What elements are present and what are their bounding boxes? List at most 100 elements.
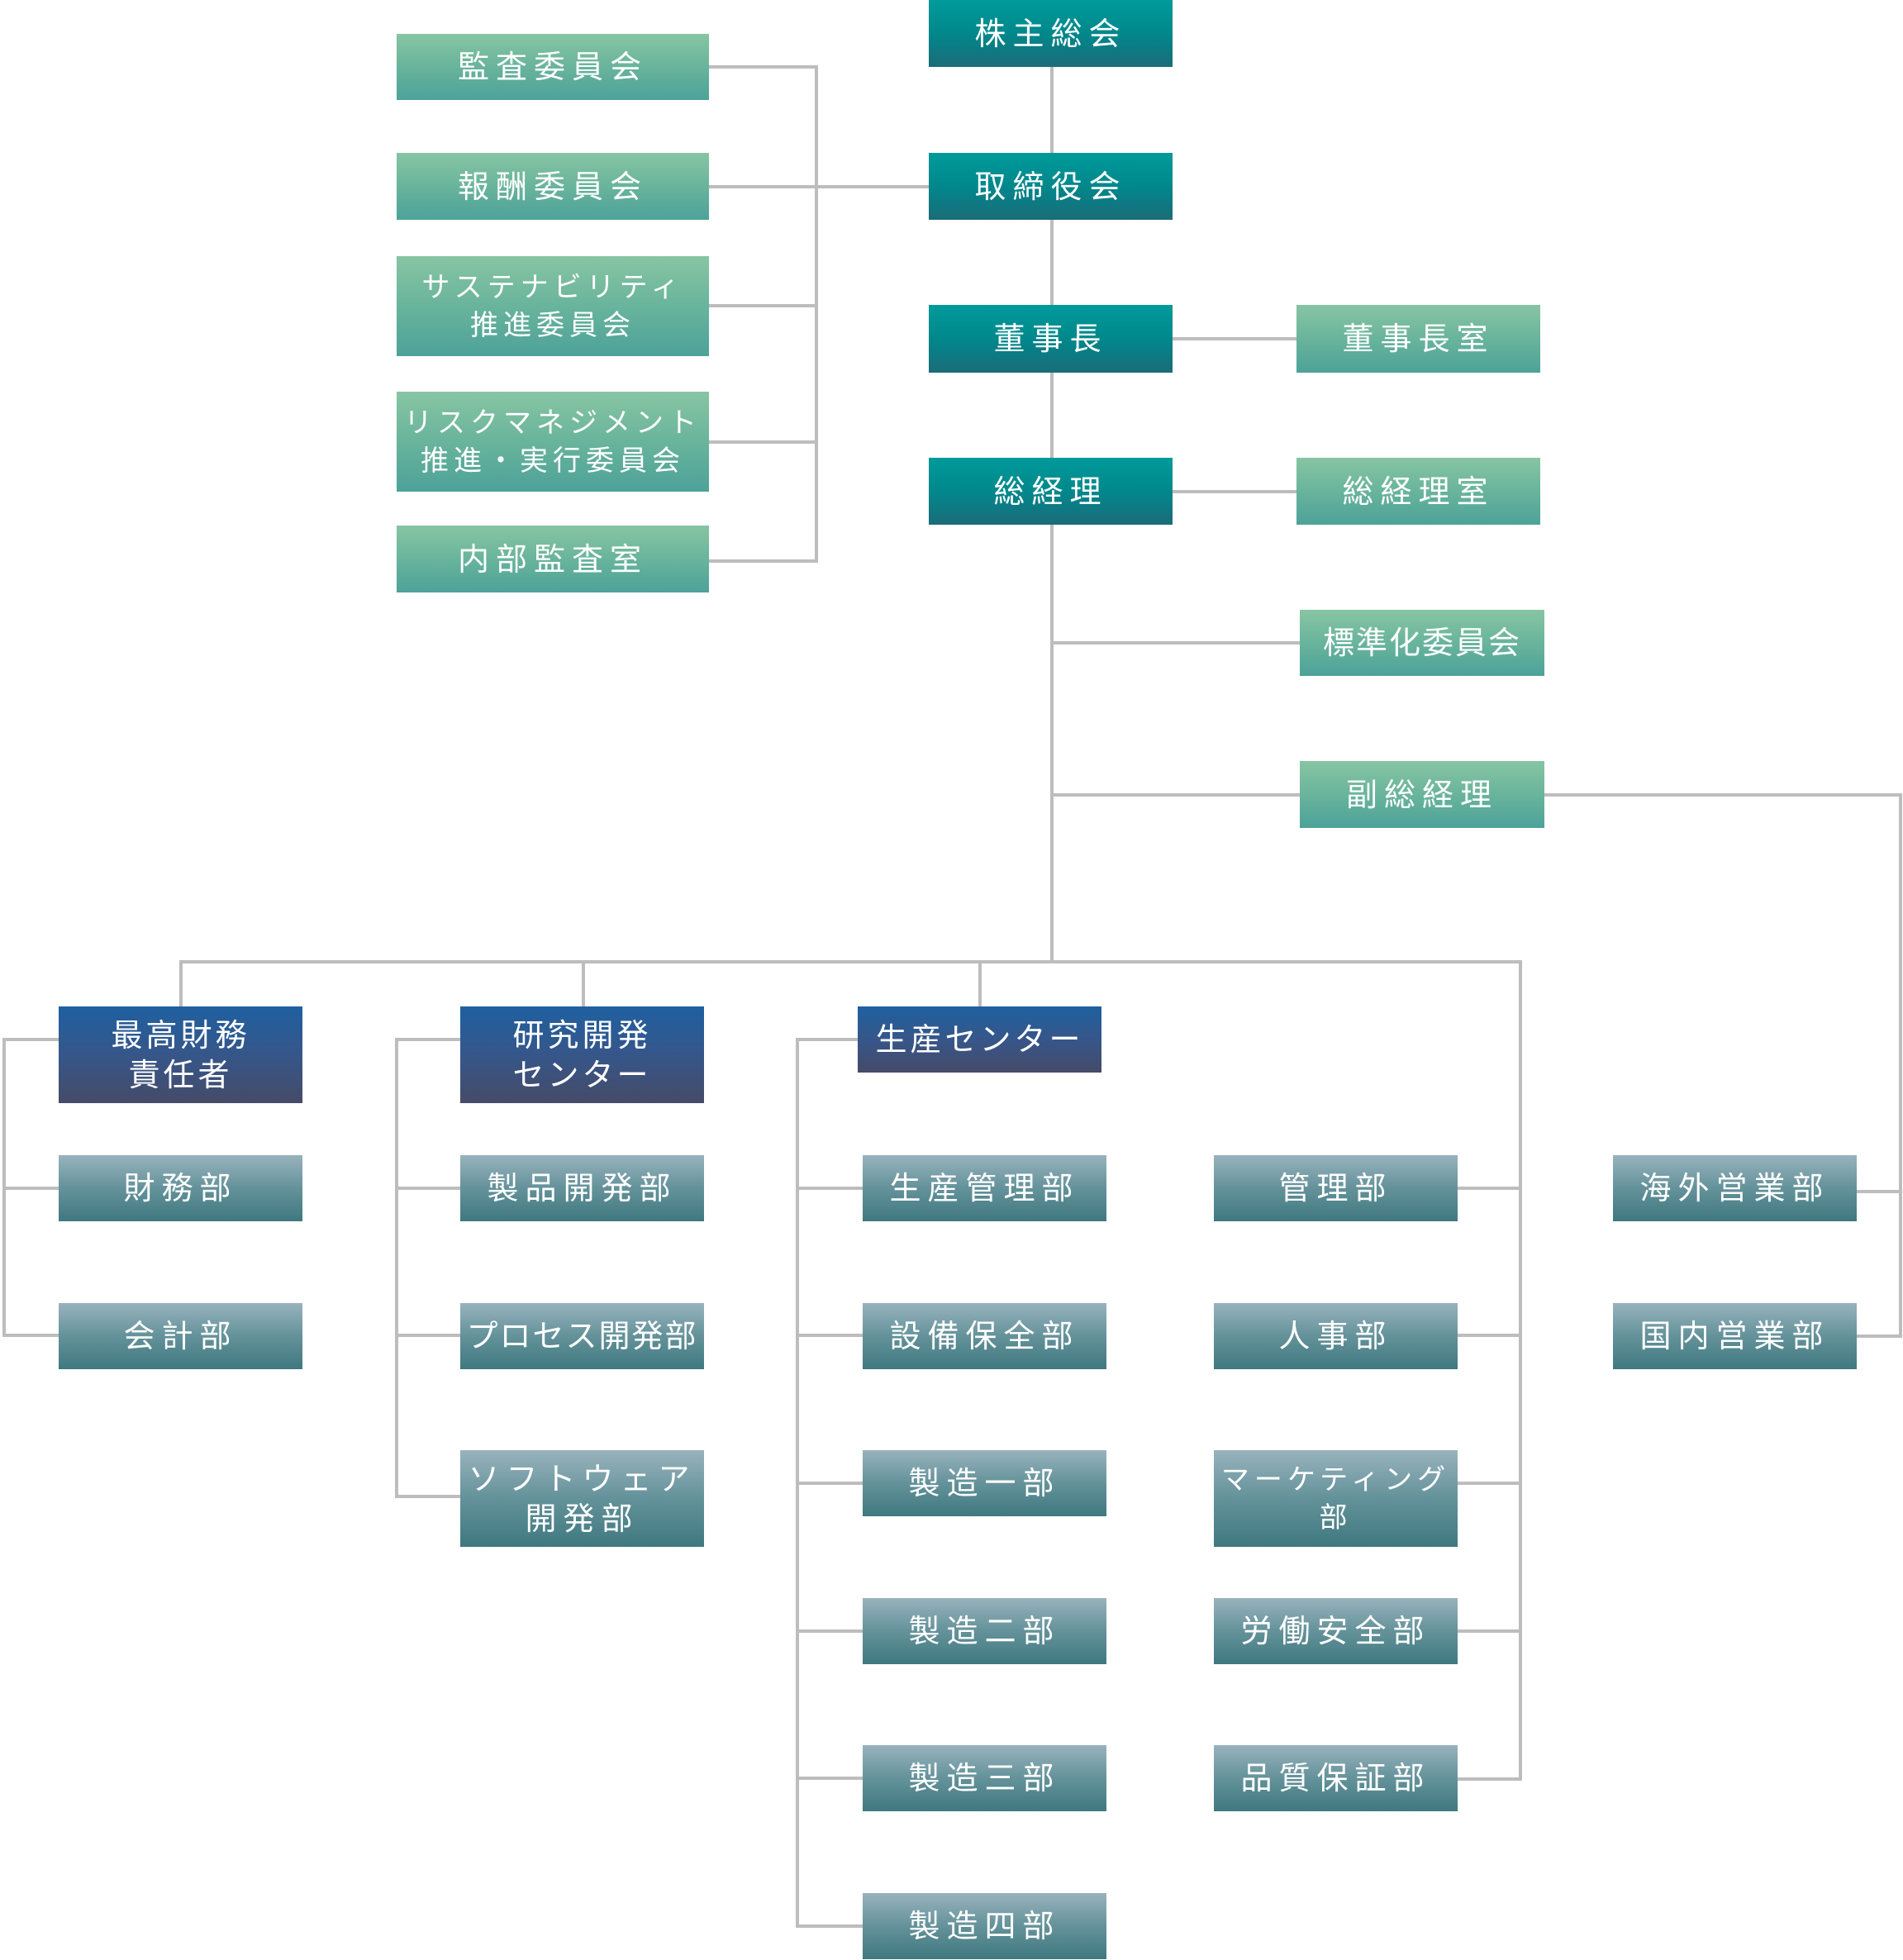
node-label: 人事部 <box>1278 1318 1393 1354</box>
node-software-dev-dept: ソフトウェア 開発部 <box>460 1450 704 1547</box>
connector-vice-president <box>1052 793 1300 797</box>
connector-production-in <box>796 1038 858 1041</box>
node-cfo: 最高財務 責任者 <box>59 1006 302 1103</box>
node-risk-management-committee: リスクマネジメント 推進・実行委員会 <box>397 392 709 492</box>
connector-rnd-drop <box>582 960 585 1006</box>
node-standardization-committee: 標準化委員会 <box>1300 610 1544 676</box>
node-label: 製品開発部 <box>487 1170 678 1206</box>
node-label: 副総経理 <box>1345 776 1498 813</box>
connector-admin-3 <box>1458 1482 1520 1485</box>
node-production-mgmt-dept: 生産管理部 <box>863 1155 1106 1221</box>
connector-committee-4 <box>709 440 816 444</box>
node-overseas-sales-dept: 海外営業部 <box>1613 1155 1857 1221</box>
connector-sales-bus <box>1899 793 1902 1338</box>
node-label: 研究開発 センター <box>512 1016 652 1093</box>
node-label: 国内営業部 <box>1639 1318 1830 1354</box>
connector-cfo-2 <box>2 1334 59 1337</box>
node-hr-dept: 人事部 <box>1214 1303 1458 1369</box>
node-label: 董事長室 <box>1342 321 1495 357</box>
node-manufacturing-1-dept: 製造一部 <box>863 1450 1106 1516</box>
connector-committee-bus <box>815 65 818 563</box>
node-label: 会計部 <box>123 1318 238 1354</box>
connector-committee-3 <box>709 304 816 307</box>
node-equipment-maint-dept: 設備保全部 <box>863 1303 1106 1369</box>
node-label: 生産管理部 <box>889 1170 1080 1206</box>
node-label: 設備保全部 <box>889 1318 1080 1354</box>
node-label: 製造三部 <box>908 1760 1061 1796</box>
node-sustainability-committee: サステナビリティ 推進委員会 <box>397 256 709 356</box>
node-label: リスクマネジメント 推進・実行委員会 <box>404 406 702 478</box>
connector-cfo-drop <box>179 960 183 1006</box>
connector-president-office <box>1173 490 1296 493</box>
connector-production-drop <box>978 960 982 1006</box>
connector-sales-1 <box>1857 1190 1902 1193</box>
node-label: 財務部 <box>123 1170 238 1206</box>
connector-rnd-2 <box>395 1334 460 1337</box>
connector-cfo-1 <box>2 1187 59 1190</box>
node-product-dev-dept: 製品開発部 <box>460 1155 704 1221</box>
node-compensation-committee: 報酬委員会 <box>397 153 709 220</box>
node-label: 管理部 <box>1278 1170 1393 1206</box>
node-process-dev-dept: プロセス開発部 <box>460 1303 704 1369</box>
connector-admin-bus <box>1519 960 1522 1781</box>
node-label: 内部監査室 <box>457 540 648 578</box>
node-label: 最高財務 責任者 <box>111 1016 250 1093</box>
node-label: 総経理 <box>993 473 1108 510</box>
connector-production-5 <box>796 1777 863 1780</box>
connector-production-1 <box>796 1187 863 1190</box>
connector-board-committees <box>709 185 929 188</box>
connector-admin-2 <box>1458 1334 1520 1337</box>
connector-committee-5 <box>709 559 816 563</box>
node-administration-dept: 管理部 <box>1214 1155 1458 1221</box>
connector-vp-sales <box>1544 793 1902 797</box>
node-rnd-center: 研究開発 センター <box>460 1006 704 1103</box>
node-label: 生産センター <box>875 1021 1084 1058</box>
node-label: 製造一部 <box>908 1465 1061 1501</box>
node-production-center: 生産センター <box>858 1006 1101 1073</box>
connector-standardization <box>1052 641 1300 645</box>
node-label: 製造四部 <box>908 1908 1061 1944</box>
node-occupational-safety-dept: 労働安全部 <box>1214 1598 1458 1664</box>
node-accounting-dept: 会計部 <box>59 1303 302 1369</box>
connector-rnd-3 <box>395 1495 460 1498</box>
node-label: 報酬委員会 <box>457 168 648 205</box>
connector-admin-1 <box>1458 1187 1520 1190</box>
connector-rnd-1 <box>395 1187 460 1190</box>
connector-production-3 <box>796 1482 863 1485</box>
node-label: マーケティング 部 <box>1220 1463 1451 1534</box>
connector-production-6 <box>796 1924 863 1928</box>
node-chairman-office: 董事長室 <box>1296 305 1540 373</box>
connector-admin-5 <box>1458 1777 1520 1781</box>
node-label: 労働安全部 <box>1240 1613 1431 1649</box>
node-president: 総経理 <box>929 458 1173 525</box>
node-label: 取締役会 <box>974 168 1127 205</box>
node-label: 監査委員会 <box>457 49 648 85</box>
node-label: 製造二部 <box>908 1613 1061 1649</box>
node-label: 標準化委員会 <box>1322 625 1521 661</box>
connector-production-4 <box>796 1629 863 1633</box>
connector-admin-4 <box>1458 1629 1520 1633</box>
node-manufacturing-4-dept: 製造四部 <box>863 1893 1106 1959</box>
node-vice-president: 副総経理 <box>1300 761 1544 828</box>
connector-production-2 <box>796 1334 863 1337</box>
node-manufacturing-2-dept: 製造二部 <box>863 1598 1106 1664</box>
node-label: プロセス開発部 <box>466 1318 698 1354</box>
node-marketing-dept: マーケティング 部 <box>1214 1450 1458 1547</box>
node-quality-assurance-dept: 品質保証部 <box>1214 1745 1458 1811</box>
connector-chairman-office <box>1173 337 1296 340</box>
connector-cfo-in <box>2 1038 59 1041</box>
node-label: 品質保証部 <box>1240 1760 1431 1796</box>
node-audit-committee: 監査委員会 <box>397 34 709 100</box>
node-label: 総経理室 <box>1342 473 1495 510</box>
node-chairman: 董事長 <box>929 305 1173 373</box>
node-internal-audit-office: 内部監査室 <box>397 526 709 592</box>
node-manufacturing-3-dept: 製造三部 <box>863 1745 1106 1811</box>
node-label: ソフトウェア 開発部 <box>468 1460 697 1537</box>
node-president-office: 総経理室 <box>1296 458 1540 525</box>
connector-rnd-bus <box>395 1038 398 1498</box>
node-shareholders-meeting: 株主総会 <box>929 0 1173 67</box>
node-label: サステナビリティ 推進委員会 <box>421 270 684 342</box>
connector-rnd-in <box>395 1038 460 1041</box>
node-domestic-sales-dept: 国内営業部 <box>1613 1303 1857 1369</box>
connector-committee-1 <box>709 65 816 69</box>
